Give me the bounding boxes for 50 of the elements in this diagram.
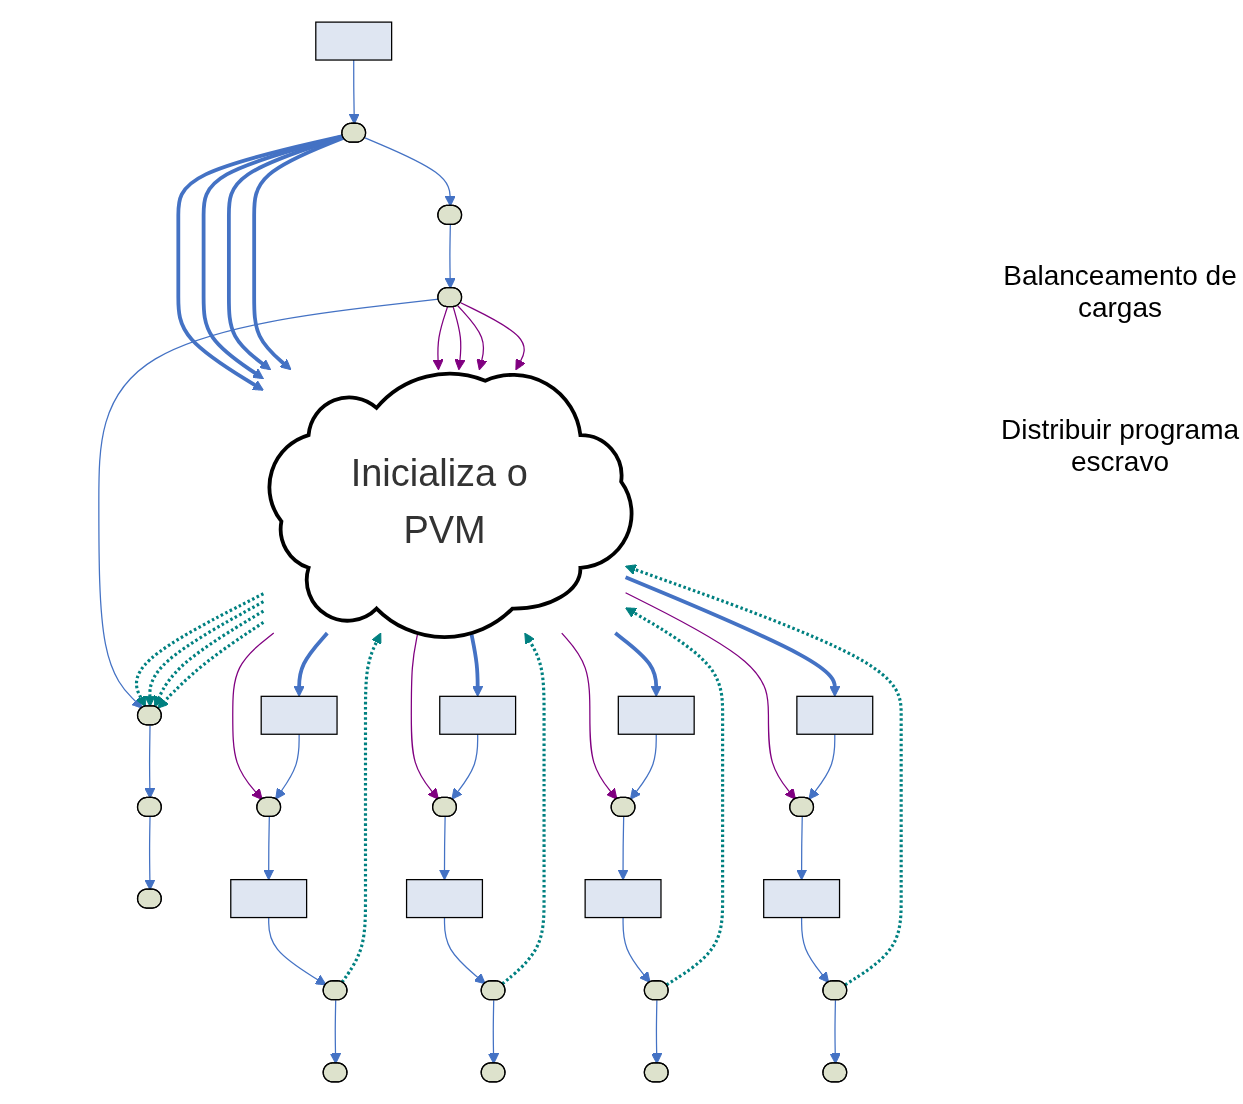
arrow — [410, 632, 439, 800]
arrow — [460, 302, 526, 371]
arrow — [622, 916, 651, 983]
arrow — [144, 816, 156, 891]
arrow — [293, 631, 329, 697]
arrow — [232, 632, 275, 800]
arrow — [808, 733, 836, 800]
arrow — [340, 632, 382, 984]
arrow — [451, 733, 479, 800]
arrow — [268, 916, 327, 986]
note-text: Distribuir programa escravo — [1000, 414, 1240, 478]
arrow — [469, 632, 484, 697]
arrow — [252, 136, 345, 371]
note-text: Balanceamento de cargas — [1002, 260, 1238, 324]
arrow — [457, 305, 488, 371]
node-box — [763, 879, 841, 919]
arrow — [629, 733, 657, 800]
arrow — [561, 632, 618, 800]
node-box — [796, 695, 874, 735]
arrow — [438, 816, 451, 881]
arrow — [444, 224, 456, 289]
node-box — [315, 21, 393, 61]
arrow — [501, 632, 546, 986]
arrow — [157, 621, 265, 709]
arrow — [443, 916, 486, 985]
arrow — [796, 816, 808, 881]
arrow — [348, 59, 360, 125]
arrow — [625, 564, 903, 987]
node-box — [230, 879, 308, 919]
arrow — [144, 724, 156, 799]
arrow — [227, 135, 344, 371]
arrow — [624, 592, 796, 800]
arrow — [801, 916, 830, 983]
arrow — [617, 816, 629, 881]
arrow — [432, 306, 449, 371]
node-box — [405, 879, 484, 919]
arrow — [201, 134, 344, 380]
arrow — [625, 607, 725, 987]
arrow — [452, 306, 466, 371]
node-box — [584, 879, 662, 919]
node-box — [439, 695, 517, 735]
node-box — [617, 695, 695, 735]
arrow — [624, 575, 841, 697]
arrow — [275, 733, 300, 800]
arrow — [153, 609, 265, 708]
arrow — [263, 816, 275, 881]
arrow — [614, 631, 662, 697]
arrow — [176, 134, 344, 391]
node-box — [260, 695, 338, 735]
arrow — [364, 137, 456, 207]
